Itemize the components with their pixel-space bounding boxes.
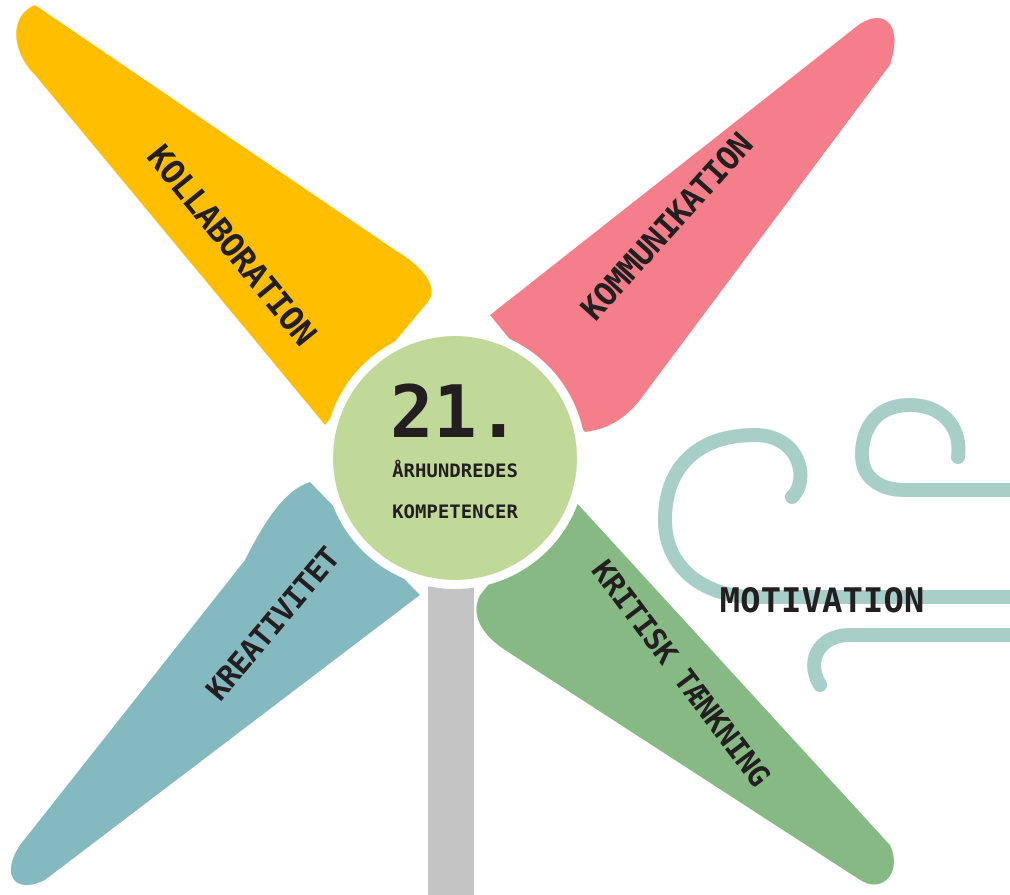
blade-kritisk-taenkning [476,490,894,885]
hub-line-1: ÅRHUNDREDES [392,458,518,482]
hub-number: 21. [390,370,520,454]
hub-line-2: KOMPETENCER [392,501,518,523]
hub-circle-fill [333,336,577,580]
wind-swirl-icon [657,397,1010,692]
blade-kreativitet [10,482,420,886]
motivation-label: MOTIVATION [720,581,925,621]
blade-kommunikation [490,17,895,432]
blade-kollaboration [16,5,432,425]
windmill-pole [428,540,474,895]
